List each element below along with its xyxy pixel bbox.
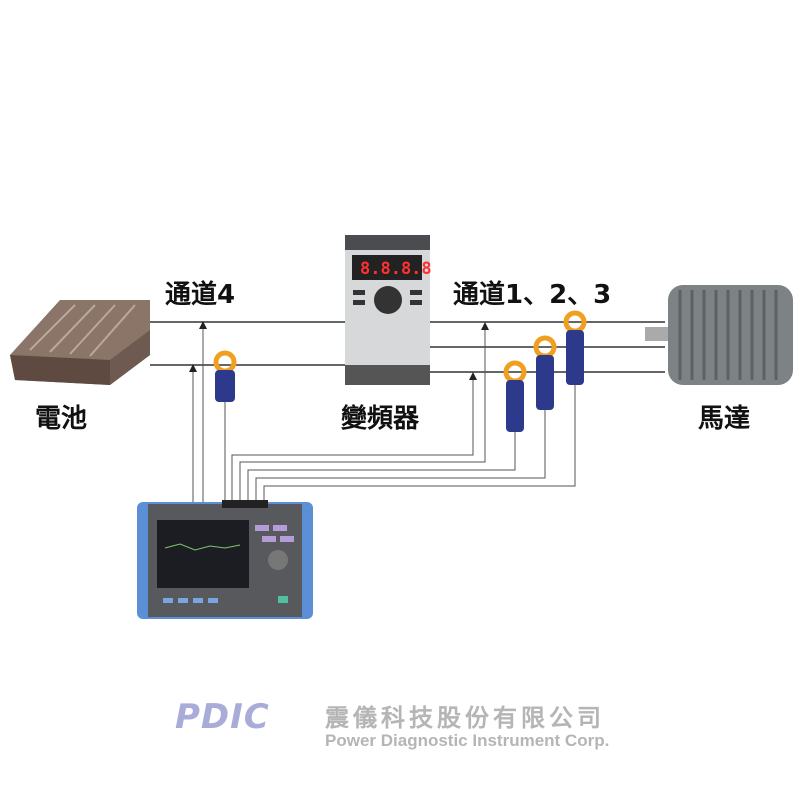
inverter-label: 變頻器 [341, 404, 420, 434]
inverter-display: 8.8.8.8 [360, 259, 432, 279]
inverter-illustration: 8.8.8.8 [345, 235, 432, 385]
battery-illustration [10, 300, 150, 385]
current-clamp-ch3 [563, 310, 587, 385]
company-logo: PDIC [175, 697, 270, 737]
motor-label: 馬達 [698, 404, 751, 434]
motor-illustration [645, 285, 793, 385]
channel123-label: 通道1、2、3 [453, 280, 612, 310]
measurement-wires [189, 321, 576, 505]
channel4-label: 通道4 [165, 280, 236, 310]
current-clamp-ch4 [213, 350, 237, 402]
company-name-zh: 震儀科技股份有限公司 [325, 704, 605, 732]
battery-label: 電池 [35, 404, 88, 434]
power-analyzer-illustration [137, 500, 313, 619]
current-clamp-ch2 [533, 335, 557, 410]
current-clamp-ch1 [503, 360, 527, 432]
company-name-en: Power Diagnostic Instrument Corp. [325, 731, 610, 750]
